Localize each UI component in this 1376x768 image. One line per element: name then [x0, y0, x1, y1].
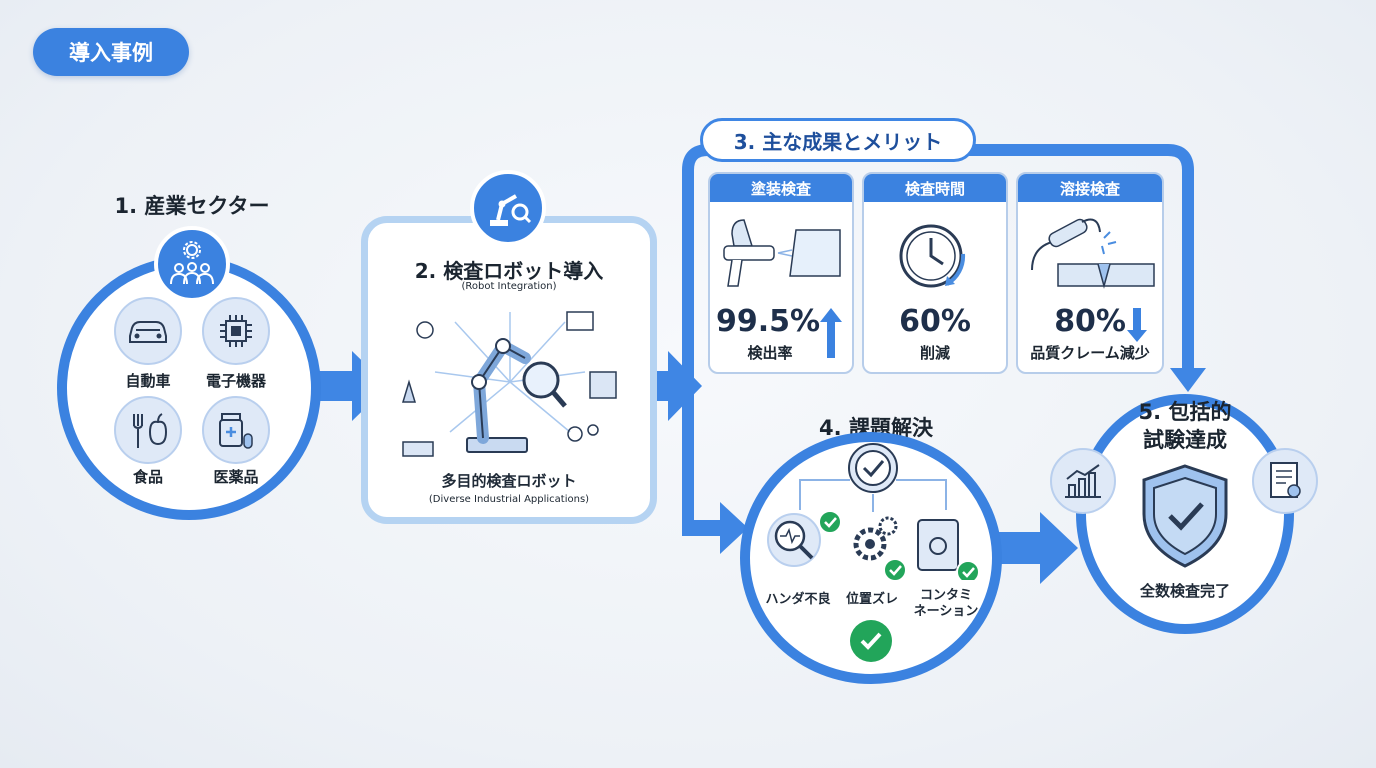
problem-label-line2: ネーション [913, 604, 979, 619]
card-head: 検査時間 [864, 174, 1006, 202]
welding-icon [1031, 218, 1155, 289]
certificate-icon [1252, 448, 1318, 514]
metric-value: 99.5% [716, 304, 821, 339]
problem-flow-icons [767, 443, 980, 580]
arrow-3-to-5 [1170, 368, 1206, 392]
problem-label-misalign: 位置ズレ [845, 592, 898, 607]
arrow-2-to-3 [644, 351, 702, 421]
arrow-3-to-4 [682, 502, 748, 554]
sector-label-pharma: 医薬品 [213, 468, 259, 486]
car-icon [114, 297, 182, 365]
step5-title: 5. 包括的 試験達成 [1110, 398, 1260, 454]
card-head: 溶接検査 [1018, 174, 1162, 202]
page-badge: 導入事例 [33, 28, 189, 76]
card-head: 塗装検査 [710, 174, 852, 202]
people-gear-icon [154, 226, 230, 302]
shield-check-icon [1142, 464, 1228, 568]
step5-title-line1: 5. 包括的 [1138, 400, 1232, 424]
problem-label-line1: コンタミ [919, 588, 972, 603]
step2-panel [361, 216, 657, 524]
bar-chart-icon [1050, 448, 1116, 514]
step5-title-line2: 試験達成 [1143, 428, 1227, 452]
medicine-icon [202, 396, 270, 464]
check-icon [850, 620, 892, 662]
chip-icon [202, 297, 270, 365]
food-icon [114, 396, 182, 464]
metric-value: 80% [1054, 304, 1126, 339]
result-card-welding: 溶接検査 [1016, 172, 1164, 374]
step2-caption: 多目的検査ロボット [441, 472, 577, 490]
arrow-down-icon [1127, 308, 1147, 342]
problem-label-solder: ハンダ不良 [765, 592, 831, 607]
problem-label-contamination: コンタミ ネーション [904, 588, 988, 620]
step2-subtitle: (Robot Integration) [461, 281, 557, 292]
step1-title: 1. 産業セクター [114, 194, 270, 218]
clock-icon [899, 224, 966, 288]
spray-gun-icon [723, 219, 841, 287]
arrow-up-icon [820, 308, 842, 358]
step3-title: 3. 主な成果とメリット [700, 118, 976, 162]
robot-arm-icon [470, 170, 546, 246]
step2-title: 2. 検査ロボット導入 [414, 259, 604, 283]
robot-inspection-illustration [401, 311, 617, 457]
sector-label-food: 食品 [132, 468, 163, 486]
metric-value: 60% [899, 304, 971, 339]
sector-label-auto: 自動車 [125, 372, 171, 390]
step5-caption: 全数検査完了 [1139, 582, 1230, 600]
metric-label: 品質クレーム減少 [1030, 344, 1150, 362]
metric-label: 検出率 [747, 344, 793, 362]
arrow-4-to-5 [998, 512, 1078, 584]
sector-label-electronics: 電子機器 [205, 372, 266, 390]
metric-label: 削減 [919, 344, 950, 362]
step2-caption-sub: (Diverse Industrial Applications) [428, 494, 590, 505]
